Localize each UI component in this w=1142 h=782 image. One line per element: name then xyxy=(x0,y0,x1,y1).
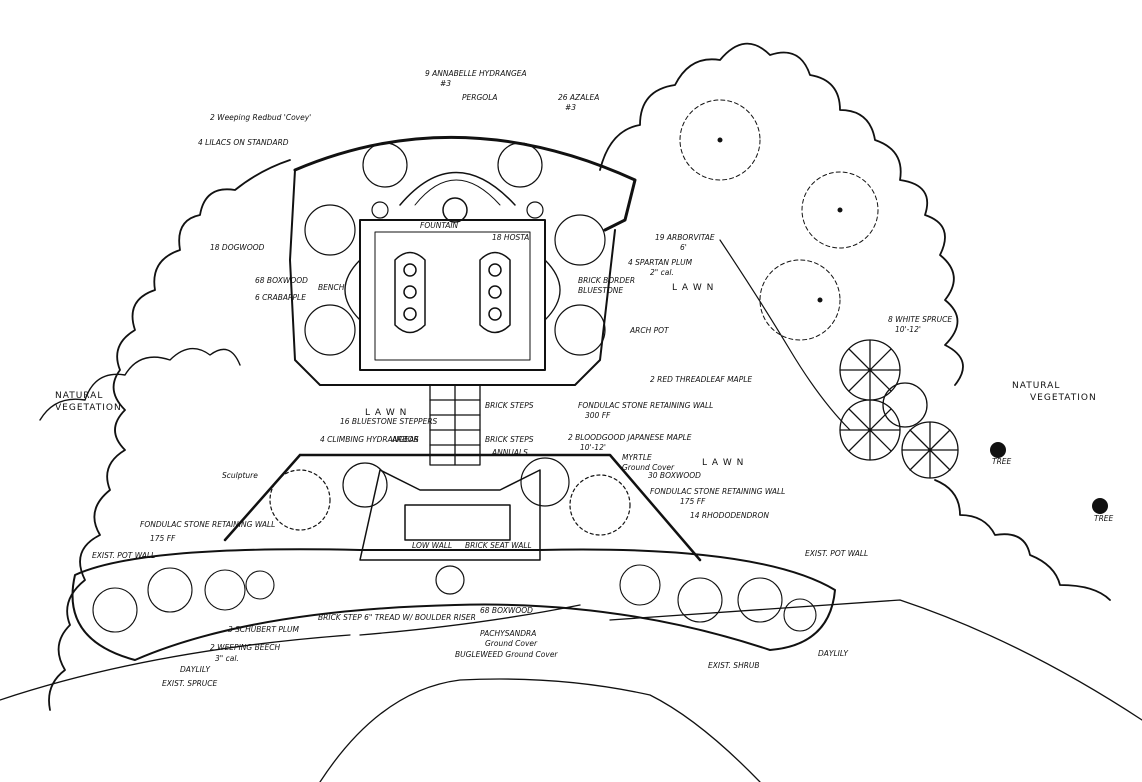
label-lawn-mid: L A W N xyxy=(702,458,744,468)
label-natural-right-2: VEGETATION xyxy=(1030,393,1097,403)
label-lilacs: 4 LILACS ON STANDARD xyxy=(198,138,289,147)
label-exist-shrub: EXIST. SHRUB xyxy=(708,661,760,670)
label-fondulac-right-len: 175 FF xyxy=(680,497,706,506)
upper-garden-shrubs xyxy=(304,142,606,356)
crescent-bed-outer xyxy=(71,548,836,661)
label-bloodgood-qty: 10'-12' xyxy=(580,443,606,452)
label-red-maple: 2 RED THREADLEAF MAPLE xyxy=(650,375,752,384)
label-azalea-qty: #3 xyxy=(565,103,576,112)
label-arch-pot: ARCH POT xyxy=(629,326,670,335)
label-brick-seat: BRICK SEAT WALL xyxy=(465,541,532,550)
label-boxwood-30: 30 BOXWOOD xyxy=(648,471,701,480)
upper-garden-outline xyxy=(289,169,616,386)
label-tree-2: TREE xyxy=(1094,514,1114,523)
upper-garden-hedge xyxy=(293,135,637,232)
pergola-arc-inner xyxy=(414,179,501,206)
natural-vegetation-right-outline xyxy=(599,42,964,386)
parterre-bluestone-court xyxy=(359,219,546,371)
label-exist-spruce-left: EXIST. SPRUCE xyxy=(162,679,218,688)
label-natural-left-1: NATURAL xyxy=(55,391,103,401)
label-schubert: 3 SCHUBERT PLUM xyxy=(228,625,300,634)
label-bugleweed: BUGLEWEED Ground Cover xyxy=(455,650,558,659)
label-brick-steps-2: BRICK STEPS xyxy=(485,435,534,444)
lawn-edge-bottom xyxy=(319,678,761,782)
lower-garden-inner-wall xyxy=(359,469,541,561)
natural-vegetation-right-lower xyxy=(934,479,1111,601)
label-boxwood-left: 68 BOXWOOD xyxy=(255,276,308,285)
label-lawn-right: L A W N xyxy=(672,283,714,293)
label-arborvitae: 19 ARBORVITAE xyxy=(655,233,715,242)
lower-garden-wall xyxy=(223,453,702,562)
label-daylily-right: DAYLILY xyxy=(818,649,849,658)
label-tree-1: TREE xyxy=(992,457,1012,466)
label-annuals: ANNUALS xyxy=(491,448,528,457)
label-bluestone-step: 16 BLUESTONE STEPPERS xyxy=(340,417,438,426)
natural-vegetation-left-inner xyxy=(39,347,241,421)
crescent-bed-shrubs xyxy=(92,564,817,633)
parterre-bays xyxy=(344,259,561,321)
canopy-trees-right xyxy=(679,99,879,341)
label-low-wall: LOW WALL xyxy=(412,541,452,550)
label-exist-pot-left: EXIST. POT WALL xyxy=(92,551,155,560)
white-spruce-group xyxy=(839,339,959,479)
label-fondulac-top: FONDULAC STONE RETAINING WALL xyxy=(578,401,713,410)
label-brick-step-riser: BRICK STEP 6" TREAD W/ BOULDER RISER xyxy=(318,613,476,622)
label-weeping-beech: 2 WEEPING BEECH xyxy=(210,643,280,652)
label-fondulac-right: FONDULAC STONE RETAINING WALL xyxy=(650,487,785,496)
brick-walk xyxy=(429,384,481,466)
label-azalea: 26 AZALEA xyxy=(558,93,599,102)
lower-terrace xyxy=(404,504,511,541)
label-arbor: ARBOR xyxy=(391,435,419,444)
label-brick-border: BRICK BORDER xyxy=(578,276,635,285)
label-redbud: 2 Weeping Redbud 'Covey' xyxy=(210,113,311,122)
label-bench: BENCH xyxy=(318,283,345,292)
label-hosta: 18 HOSTA xyxy=(492,233,529,242)
label-boxwood-68: 68 BOXWOOD xyxy=(480,606,533,615)
label-white-spruce: 8 WHITE SPRUCE xyxy=(888,315,952,324)
label-spartan-qty: 2" cal. xyxy=(650,268,674,277)
label-bloodgood: 2 BLOODGOOD JAPANESE MAPLE xyxy=(568,433,692,442)
label-brick-steps: BRICK STEPS xyxy=(485,401,534,410)
lawn-edge-lower-left xyxy=(0,604,581,701)
label-exist-pot-right: EXIST. POT WALL xyxy=(805,549,868,558)
natural-vegetation-left-outline xyxy=(48,159,291,711)
lawn-edge-lower-right xyxy=(609,599,1142,721)
label-weeping-beech-qty: 3" cal. xyxy=(215,654,239,663)
tree-dot-1 xyxy=(990,442,1006,458)
label-fountain: FOUNTAIN xyxy=(420,221,459,230)
label-hydrangea-qty: #3 xyxy=(440,79,451,88)
label-white-spruce-qty: 10'-12' xyxy=(895,325,921,334)
label-natural-left-2: VEGETATION xyxy=(55,403,122,413)
parterre-beds xyxy=(394,251,511,334)
parterre-inner xyxy=(374,231,531,361)
label-spartan: 4 SPARTAN PLUM xyxy=(628,258,693,267)
label-natural-right-1: NATURAL xyxy=(1012,381,1060,391)
label-daylily-left: DAYLILY xyxy=(180,665,211,674)
label-sculpture: Sculpture xyxy=(222,471,258,480)
label-myrtle: MYRTLE xyxy=(622,453,652,462)
tree-dot-2 xyxy=(1092,498,1108,514)
label-pachysandra-2: Ground Cover xyxy=(485,639,538,648)
label-crabapple: 6 CRABAPPLE xyxy=(255,293,306,302)
label-pachysandra: PACHYSANDRA xyxy=(480,629,536,638)
label-myrtle-2: Ground Cover xyxy=(622,463,675,472)
label-arborvitae-qty: 6' xyxy=(680,243,687,252)
pergola-arc xyxy=(399,171,516,206)
label-hydrangea: 9 ANNABELLE HYDRANGEA xyxy=(425,69,527,78)
label-pergola: PERGOLA xyxy=(462,93,498,102)
label-fondulac-left-len: 175 FF xyxy=(150,534,176,543)
pergola-fountain xyxy=(442,197,468,223)
label-climbing: 4 CLIMBING HYDRANGEAS xyxy=(320,435,419,444)
label-dogwood: 18 DOGWOOD xyxy=(210,243,265,252)
lower-garden-trees xyxy=(269,457,631,595)
label-lawn-center: L A W N xyxy=(365,408,407,418)
natural-vegetation-right-edge xyxy=(719,239,851,431)
label-fondulac-top-len: 300 FF xyxy=(585,411,611,420)
label-rhododendron: 14 RHODODENDRON xyxy=(690,511,769,520)
label-fondulac-left: FONDULAC STONE RETAINING WALL xyxy=(140,520,275,529)
label-bluestone: BLUESTONE xyxy=(578,286,623,295)
